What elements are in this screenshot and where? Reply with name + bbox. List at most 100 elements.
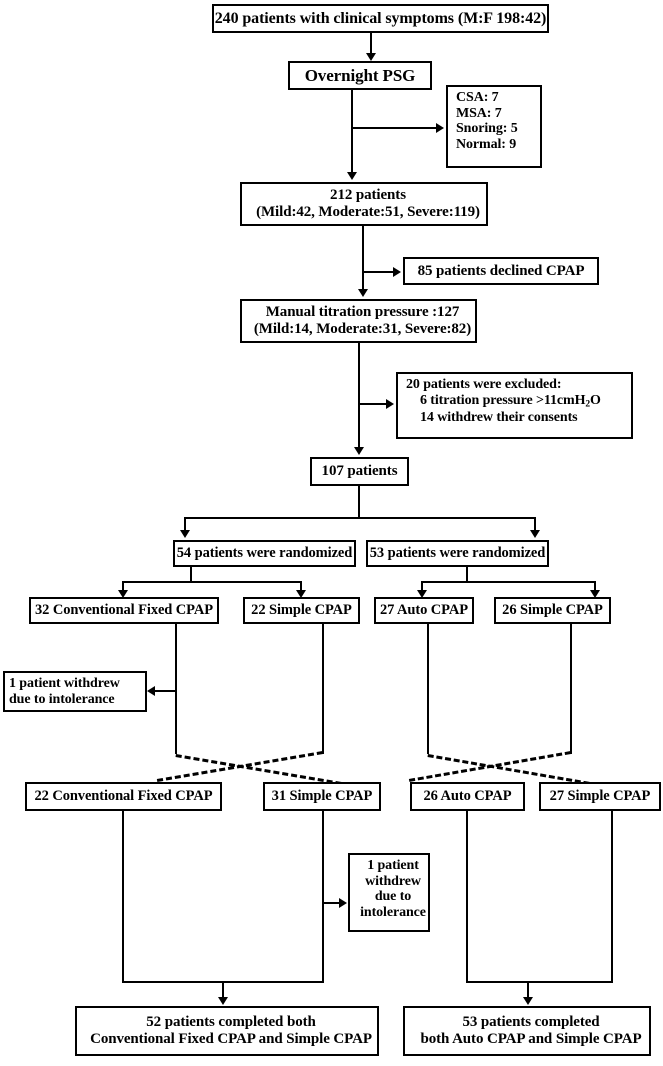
connector-arm-conventional-drop (175, 624, 177, 754)
arrowhead-cohort-titration (358, 289, 368, 297)
connector-cohort-declined (363, 271, 394, 273)
node-overnight-psg: Overnight PSG (288, 61, 432, 90)
node-declined-cpap: 85 patients declined CPAP (403, 257, 599, 285)
node-enrollment-label: 240 patients with clinical symptoms (M:F… (214, 9, 547, 27)
node-psg-exclusions: CSA: 7 MSA: 7 Snoring: 5 Normal: 9 (446, 85, 542, 168)
node-cross-simple-right: 27 Simple CPAP (539, 782, 661, 811)
node-cross-simple-left-label: 31 Simple CPAP (271, 788, 373, 805)
arrowhead-right-completion (523, 997, 533, 1005)
connector-titration-pool (358, 343, 360, 453)
node-arm-simple-right: 26 Simple CPAP (494, 597, 611, 624)
arrowhead-randleft-a (118, 590, 128, 598)
connector-pool-to-left (184, 517, 186, 534)
connector-left-merge-stem (222, 981, 224, 1001)
node-arm-conventional: 32 Conventional Fixed CPAP (29, 597, 219, 624)
node-randomized-left: 54 patients were randomized (173, 540, 356, 567)
node-withdrew-left: 1 patient withdrew due to intolerance (3, 671, 147, 712)
node-arm-auto-label: 27 Auto CPAP (380, 602, 468, 619)
connector-randleft-b (300, 581, 302, 593)
connector-randleft-stem (190, 567, 192, 582)
arrowhead-withdrew-mid (339, 898, 347, 908)
connector-psg-excluded (352, 127, 437, 129)
arrowhead-psg-cohort (347, 172, 357, 180)
node-withdrew-mid: 1 patient withdrew due to intolerance (348, 853, 430, 932)
arrowhead-enrollment-psg (366, 53, 376, 61)
titration-exclusion-consents: 14 withdrew their consents (420, 409, 578, 425)
psg-exclusion-snoring: Snoring: 5 (456, 121, 518, 137)
node-completed-left-line2: Conventional Fixed CPAP and Simple CPAP (90, 1030, 372, 1047)
node-arm-auto: 27 Auto CPAP (374, 597, 474, 624)
node-osa-cohort-line1: 212 patients (330, 187, 406, 203)
connector-cross-conventional-drop (122, 811, 124, 983)
connector-randright-stem (466, 567, 468, 582)
node-withdrew-mid-line3: due to (374, 889, 412, 905)
connector-cohort-titration (362, 226, 364, 295)
arrowhead-left-completion (218, 997, 228, 1005)
node-osa-cohort: 212 patients (Mild:42, Moderate:51, Seve… (240, 182, 488, 226)
connector-randright-b (594, 581, 596, 593)
connector-right-merge (466, 981, 613, 983)
arrowhead-randright-b (590, 590, 600, 598)
connector-cross-auto-drop (466, 811, 468, 983)
connector-right-merge-stem (527, 981, 529, 1001)
connector-titration-excluded (359, 403, 387, 405)
node-randomized-pool: 107 patients (310, 457, 409, 486)
node-titration-exclusions: 20 patients were excluded: 6 titration p… (396, 372, 633, 439)
node-cross-auto-label: 26 Auto CPAP (423, 788, 512, 805)
connector-randleft-split (122, 581, 302, 583)
node-completed-left: 52 patients completed both Conventional … (75, 1006, 379, 1056)
node-completed-right-line2: both Auto CPAP and Simple CPAP (420, 1030, 642, 1047)
node-manual-titration: Manual titration pressure :127 (Mild:14,… (240, 299, 477, 343)
connector-pool-stem (358, 486, 360, 518)
connector-arm-auto-drop (427, 624, 429, 754)
node-osa-cohort-line2: (Mild:42, Moderate:51, Severe:119) (256, 203, 480, 220)
node-randomized-pool-label: 107 patients (321, 463, 398, 480)
crossover-line-auto-to-simple (427, 754, 590, 785)
node-completed-right: 53 patients completed both Auto CPAP and… (403, 1006, 651, 1056)
connector-randleft-a (122, 581, 124, 593)
connector-arm-simple-right-drop (570, 624, 572, 754)
node-cross-simple-left: 31 Simple CPAP (263, 782, 381, 811)
connector-arm-simple-left-drop (322, 624, 324, 754)
node-completed-right-line1: 53 patients completed (462, 1014, 600, 1030)
crossover-line-conventional-to-simple (175, 754, 342, 785)
arrowhead-titration-excluded (386, 399, 394, 409)
arrowhead-cohort-declined (393, 267, 401, 277)
node-cross-auto: 26 Auto CPAP (410, 782, 525, 811)
titration-exclusion-pressure: 6 titration pressure >11cmH2O (420, 392, 601, 410)
connector-psg-stem (351, 90, 353, 178)
arrowhead-randright-a (417, 590, 427, 598)
arrowhead-withdrew-left (147, 686, 155, 696)
psg-exclusion-csa: CSA: 7 (456, 90, 499, 105)
node-completed-left-line1: 52 patients completed both (146, 1014, 316, 1030)
titration-exclusion-header: 20 patients were excluded: (406, 377, 562, 392)
node-withdrew-left-line1: 1 patient withdrew (9, 676, 120, 691)
connector-cross-simple-left-drop (322, 811, 324, 983)
connector-cross-simple-right-drop (611, 811, 613, 983)
node-randomized-right: 53 patients were randomized (366, 540, 549, 567)
node-withdrew-mid-line2: withdrew (365, 873, 421, 889)
node-withdrew-mid-line4: intolerance (360, 905, 426, 921)
arrowhead-randleft-b (296, 590, 306, 598)
psg-exclusion-normal: Normal: 9 (456, 137, 517, 153)
psg-exclusion-msa: MSA: 7 (456, 105, 502, 121)
node-withdrew-left-line2: due to intolerance (9, 691, 115, 707)
node-cross-simple-right-label: 27 Simple CPAP (549, 788, 651, 805)
connector-withdrew-mid (323, 902, 340, 904)
connector-pool-to-right (534, 517, 536, 534)
connector-withdrew-left (155, 690, 176, 692)
node-randomized-right-label: 53 patients were randomized (369, 545, 546, 562)
connector-randright-split (421, 581, 596, 583)
node-arm-simple-right-label: 26 Simple CPAP (502, 602, 603, 619)
arrowhead-titration-pool (354, 447, 364, 455)
connector-randright-a (421, 581, 423, 593)
node-arm-simple-left-label: 22 Simple CPAP (251, 602, 352, 619)
node-overnight-psg-label: Overnight PSG (304, 65, 416, 85)
node-cross-conventional-label: 22 Conventional Fixed CPAP (34, 788, 213, 805)
arrowhead-pool-left (180, 530, 190, 538)
node-enrollment: 240 patients with clinical symptoms (M:F… (212, 4, 549, 33)
node-arm-conventional-label: 32 Conventional Fixed CPAP (35, 602, 213, 619)
arrowhead-psg-excluded (436, 123, 444, 133)
node-randomized-left-label: 54 patients were randomized (176, 545, 353, 562)
